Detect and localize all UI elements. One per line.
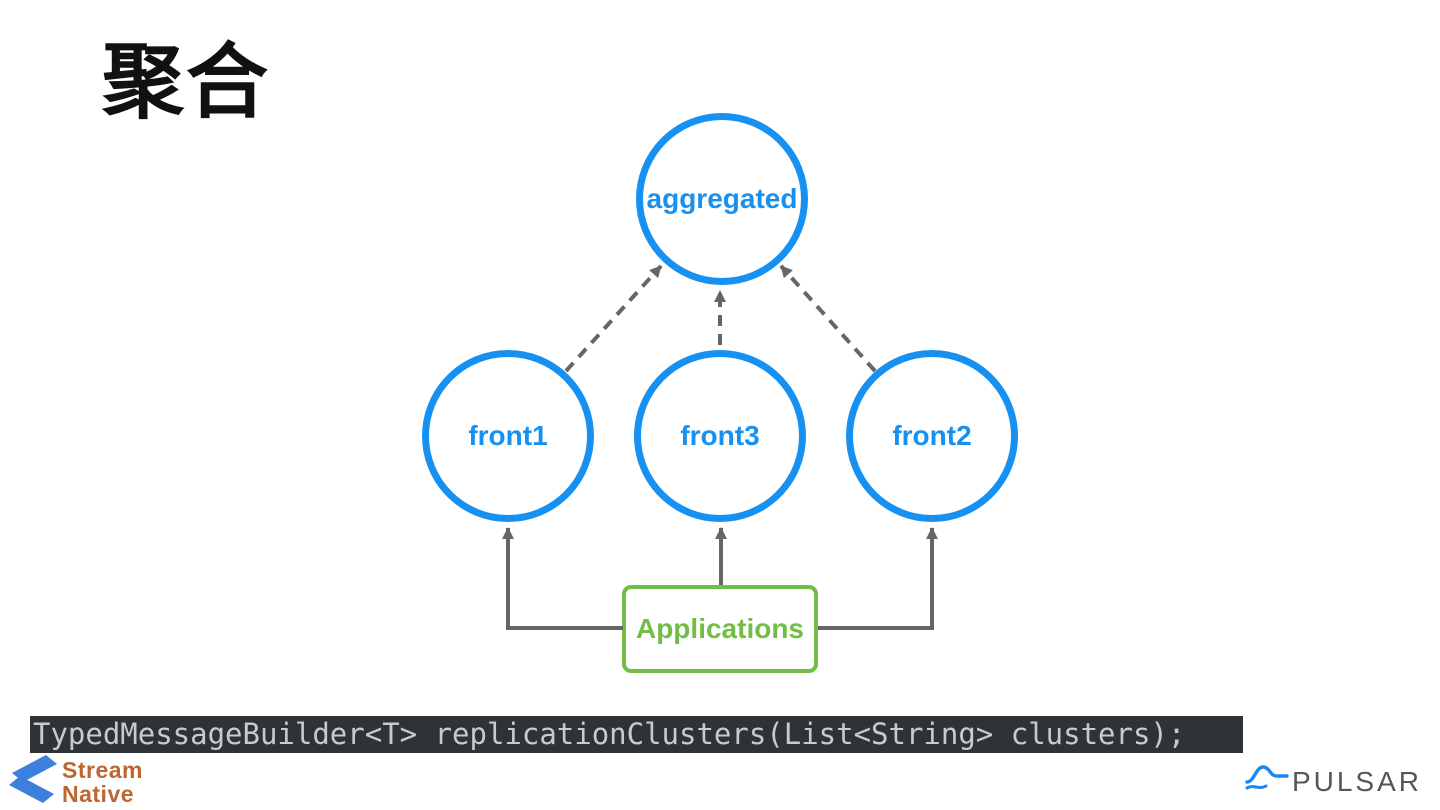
node-applications-label: Applications <box>635 613 804 644</box>
arrow-front1-to-aggregated <box>564 264 663 373</box>
node-front3-label: front3 <box>680 420 760 451</box>
pulsar-logo: PULSAR <box>1245 762 1422 801</box>
node-applications: Applications <box>622 585 818 673</box>
streamnative-logo-line2: Native <box>62 780 135 807</box>
streamnative-logo-icon <box>8 752 58 810</box>
pulsar-wave-icon <box>1245 762 1289 801</box>
node-aggregated-label: aggregated <box>646 183 798 214</box>
streamnative-logo-text: Stream Native <box>62 758 143 806</box>
arrow-front2-to-aggregated <box>779 264 877 373</box>
slide-title: 聚合 <box>102 37 271 128</box>
arrow-applications-to-front2 <box>818 527 938 630</box>
node-front1: front1 <box>422 350 594 522</box>
pulsar-wordmark: PULSAR <box>1291 765 1422 797</box>
arrow-applications-to-front1 <box>502 527 623 630</box>
node-front1-label: front1 <box>468 420 548 451</box>
streamnative-logo: Stream Native <box>8 752 143 810</box>
node-front2: front2 <box>846 350 1018 522</box>
node-aggregated: aggregated <box>636 113 808 285</box>
node-front2-label: front2 <box>892 420 972 451</box>
node-front3: front3 <box>634 350 806 522</box>
streamnative-logo-line1: Stream <box>62 756 143 783</box>
code-snippet-bar: TypedMessageBuilder<T> replicationCluste… <box>30 716 1243 753</box>
